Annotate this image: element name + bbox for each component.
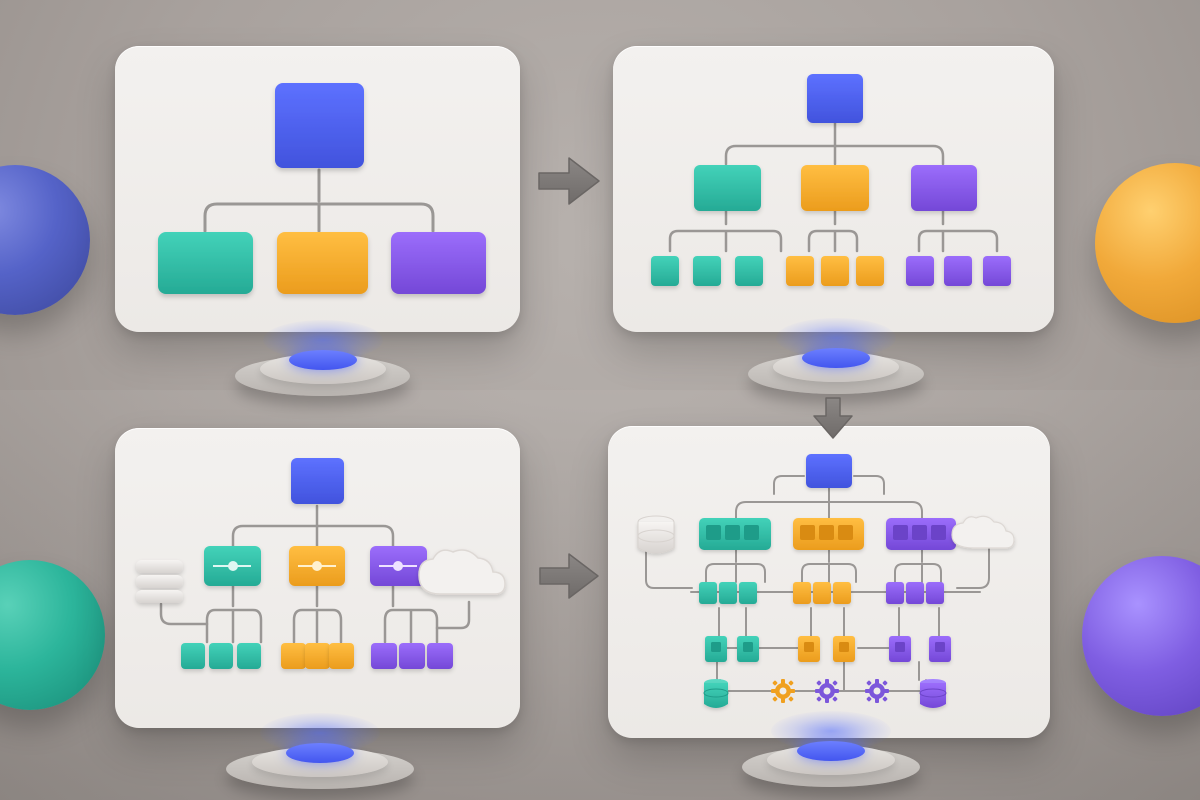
arrow-right-icon xyxy=(538,157,600,205)
lower-teal-node-1 xyxy=(705,636,727,662)
root-node-blue xyxy=(275,83,364,168)
teal-branch-connectors xyxy=(205,584,263,644)
leaf-node-purple-2 xyxy=(944,256,972,286)
amber-upper-connectors xyxy=(801,548,857,583)
child-node-purple xyxy=(391,232,486,294)
leaf-node-purple-1 xyxy=(371,643,397,669)
teal-upper-connectors xyxy=(705,548,766,583)
database-icon-bottom-teal xyxy=(703,679,729,708)
purple-upper-connectors xyxy=(894,548,942,583)
stand-bottom-left xyxy=(226,713,414,789)
leaf-node-teal-3 xyxy=(237,643,261,669)
amber-branch-connectors xyxy=(807,209,859,253)
panel-simple-hierarchy xyxy=(115,46,520,332)
gear-icon-purple-1 xyxy=(815,679,839,703)
lower-amber-node-2 xyxy=(833,636,855,662)
leaf-node-amber-3 xyxy=(329,643,354,669)
database-icon-bottom-purple xyxy=(919,679,947,708)
leaf-node-purple-1 xyxy=(906,256,934,286)
connector-lines xyxy=(203,168,435,233)
root-node-blue xyxy=(806,454,852,488)
mid-node-amber xyxy=(801,165,869,211)
purple-branch-connectors xyxy=(917,209,999,253)
stand-light xyxy=(802,348,870,368)
purple-cluster-node xyxy=(886,518,956,550)
expanded-hierarchy-diagram xyxy=(651,74,1011,286)
leaf-node-purple-3 xyxy=(983,256,1011,286)
sub-node-amber-2 xyxy=(813,582,831,604)
lower-teal-node-2 xyxy=(737,636,759,662)
blue-sphere xyxy=(0,165,90,315)
teal-process-node xyxy=(204,546,261,586)
stand-light xyxy=(286,743,354,763)
database-link xyxy=(159,602,209,626)
root-connectors xyxy=(231,504,395,548)
leaf-node-amber-2 xyxy=(305,643,330,669)
mid-vertical-links xyxy=(718,607,940,637)
leaf-node-teal-2 xyxy=(693,256,721,286)
cloud-icon xyxy=(951,515,1015,549)
leaf-node-teal-1 xyxy=(651,256,679,286)
root-node-blue xyxy=(807,74,863,123)
mid-node-purple xyxy=(911,165,977,211)
top-connectors xyxy=(735,475,923,519)
leaf-node-amber-1 xyxy=(281,643,306,669)
stand-top-left xyxy=(235,320,410,396)
leaf-node-amber-1 xyxy=(786,256,814,286)
database-icon xyxy=(136,560,183,603)
purple-process-node xyxy=(370,546,427,586)
stand-light xyxy=(797,741,865,761)
child-node-amber xyxy=(277,232,368,294)
arrow-down-icon xyxy=(813,397,853,439)
stand-top-right xyxy=(748,318,924,394)
teal-branch-connectors xyxy=(668,209,783,253)
leaf-node-amber-3 xyxy=(856,256,884,286)
gear-icon-amber xyxy=(771,679,795,703)
panel-complex-system-hierarchy xyxy=(608,426,1050,738)
simple-hierarchy-diagram xyxy=(158,83,486,294)
database-icon-top xyxy=(637,515,675,554)
purple-sphere xyxy=(1082,556,1200,716)
leaf-node-purple-2 xyxy=(399,643,425,669)
gear-icon-purple-2 xyxy=(865,679,889,703)
teal-cluster-node xyxy=(699,518,771,550)
purple-branch-connectors xyxy=(383,584,439,644)
sub-node-teal-3 xyxy=(739,582,757,604)
cloud-link xyxy=(435,600,471,630)
mid-node-teal xyxy=(694,165,761,211)
sub-node-purple-3 xyxy=(926,582,944,604)
leaf-node-amber-2 xyxy=(821,256,849,286)
root-node-blue xyxy=(291,458,344,504)
panel-expanded-hierarchy xyxy=(613,46,1054,332)
leaf-node-teal-3 xyxy=(735,256,763,286)
leaf-node-purple-3 xyxy=(427,643,453,669)
cloud-icon xyxy=(418,549,506,595)
leaf-node-teal-2 xyxy=(209,643,233,669)
sub-node-amber-3 xyxy=(833,582,851,604)
sub-node-purple-2 xyxy=(906,582,924,604)
sub-node-teal-1 xyxy=(699,582,717,604)
child-node-teal xyxy=(158,232,253,294)
sub-node-purple-1 xyxy=(886,582,904,604)
panel-integrated-hierarchy xyxy=(115,428,520,728)
stand-light xyxy=(288,350,357,370)
amber-branch-connectors xyxy=(292,584,343,644)
lower-purple-node-1 xyxy=(889,636,911,662)
stand-bottom-right xyxy=(742,711,920,787)
amber-cluster-node xyxy=(793,518,864,550)
amber-process-node xyxy=(289,546,345,586)
lower-amber-node-1 xyxy=(798,636,820,662)
sub-node-teal-2 xyxy=(719,582,737,604)
level1-connectors xyxy=(724,121,945,166)
complex-system-diagram xyxy=(637,454,1015,708)
arrow-right-icon xyxy=(539,553,599,599)
lower-purple-node-2 xyxy=(929,636,951,662)
integrated-hierarchy-diagram xyxy=(136,458,506,669)
yellow-sphere xyxy=(1095,163,1200,323)
leaf-node-teal-1 xyxy=(181,643,205,669)
sub-node-amber-1 xyxy=(793,582,811,604)
